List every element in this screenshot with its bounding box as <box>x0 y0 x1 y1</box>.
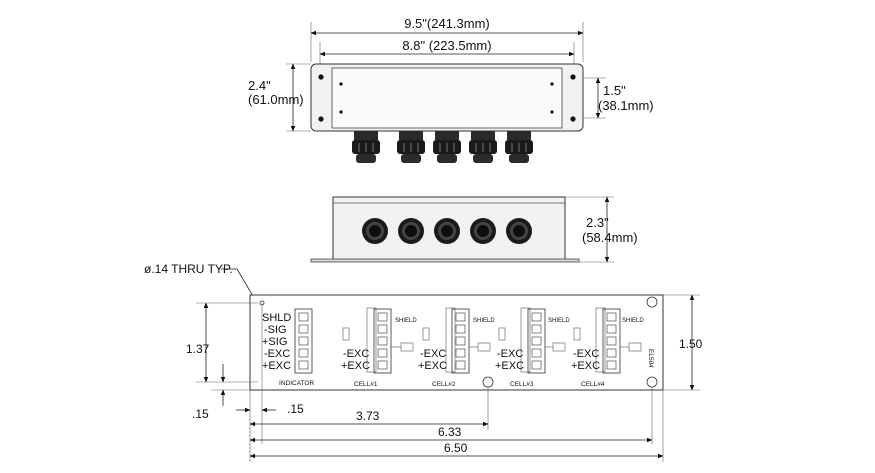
gland-front-icon <box>470 218 496 244</box>
cell-2-block <box>422 307 491 374</box>
cell-3-plus-exc: +EXC <box>495 360 524 372</box>
mount-hole <box>318 74 324 80</box>
cell-1-plus-exc: +EXC <box>341 360 370 372</box>
cell-1-block <box>342 307 414 374</box>
cell-4-label: CELL#4 <box>581 381 605 388</box>
enclosure-lid <box>331 67 563 129</box>
indicator-terminal-block <box>294 308 313 374</box>
dim-offset-v: .15 <box>192 407 209 421</box>
cell-3-shield-label: SHIELD <box>548 318 570 324</box>
mount-hole <box>318 116 324 122</box>
cable-gland-icon <box>433 131 461 163</box>
indicator-label: INDICATOR <box>279 380 314 387</box>
indicator-term-minus-exc: -EXC <box>264 348 290 360</box>
dim-mid: 3.73 <box>356 409 380 423</box>
gland-front-icon <box>398 218 424 244</box>
inner-height-label-in: 1.5" <box>603 83 626 98</box>
pcb-hole-top-right <box>646 296 658 308</box>
mounting-flange <box>310 258 580 263</box>
cell-2-minus-exc: -EXC <box>420 348 446 360</box>
depth-label-mm: (58.4mm) <box>582 230 638 245</box>
dim-hole-span: 6.33 <box>438 425 462 439</box>
lid-screw <box>550 82 554 86</box>
cell-2-plus-exc: +EXC <box>418 360 447 372</box>
dim-height-right: 1.50 <box>679 337 703 351</box>
cell-4-plus-exc: +EXC <box>571 360 600 372</box>
gland-front-icon <box>362 218 388 244</box>
dim-height-left: 1.37 <box>186 342 210 356</box>
height-label-mm: (61.0mm) <box>248 92 304 107</box>
cell-1-label: CELL#1 <box>354 381 378 388</box>
cell-2-shield-label: SHIELD <box>473 318 495 324</box>
cell-3-label: CELL#3 <box>510 381 534 388</box>
hole-note: ø.14 THRU TYP. <box>144 262 233 276</box>
cell-4-minus-exc: -EXC <box>573 348 599 360</box>
gland-front-icon <box>434 218 460 244</box>
dim-overall: 6.50 <box>444 441 468 455</box>
cell-4-shield-label: SHIELD <box>622 318 644 324</box>
indicator-term-plus-exc: +EXC <box>262 360 291 372</box>
cable-gland-icon <box>352 131 380 163</box>
side-view: 2.3" (58.4mm) <box>310 196 638 263</box>
cell-3-block <box>498 307 566 374</box>
board-view: ø.14 THRU TYP. SHLD -SIG +SIG -EXC +EXC … <box>144 262 703 462</box>
lid-screw <box>339 110 343 114</box>
pcb-outline <box>249 294 664 391</box>
cell-4-block <box>573 307 642 374</box>
height-label-in: 2.4" <box>248 78 271 93</box>
gland-fronts <box>362 218 532 244</box>
cell-2-label: CELL#2 <box>432 381 456 388</box>
indicator-term-plus-sig: +SIG <box>262 336 287 348</box>
dim-offset-h: .15 <box>287 402 304 416</box>
mount-hole <box>570 116 576 122</box>
cell-3-minus-exc: -EXC <box>497 348 523 360</box>
cable-glands <box>352 131 533 163</box>
gland-front-icon <box>506 218 532 244</box>
inner-height-label-mm: (38.1mm) <box>598 98 654 113</box>
indicator-term-minus-sig: -SIG <box>264 324 287 336</box>
overall-width-label: 9.5"(241.3mm) <box>404 16 490 31</box>
mount-hole <box>570 74 576 80</box>
lid-screw <box>550 110 554 114</box>
cable-gland-icon <box>397 131 425 163</box>
cell-1-shield-label: SHIELD <box>395 318 417 324</box>
cell-1-minus-exc: -EXC <box>343 348 369 360</box>
part-number: EL504 <box>647 349 654 368</box>
cable-gland-icon <box>469 131 497 163</box>
hole-spacing-label: 8.8" (223.5mm) <box>402 38 491 53</box>
top-view: 9.5"(241.3mm) 8.8" (223.5mm) <box>248 16 654 163</box>
indicator-term-shld: SHLD <box>262 312 291 324</box>
cable-gland-icon <box>505 131 533 163</box>
lid-screw <box>339 82 343 86</box>
depth-label-in: 2.3" <box>586 215 609 230</box>
